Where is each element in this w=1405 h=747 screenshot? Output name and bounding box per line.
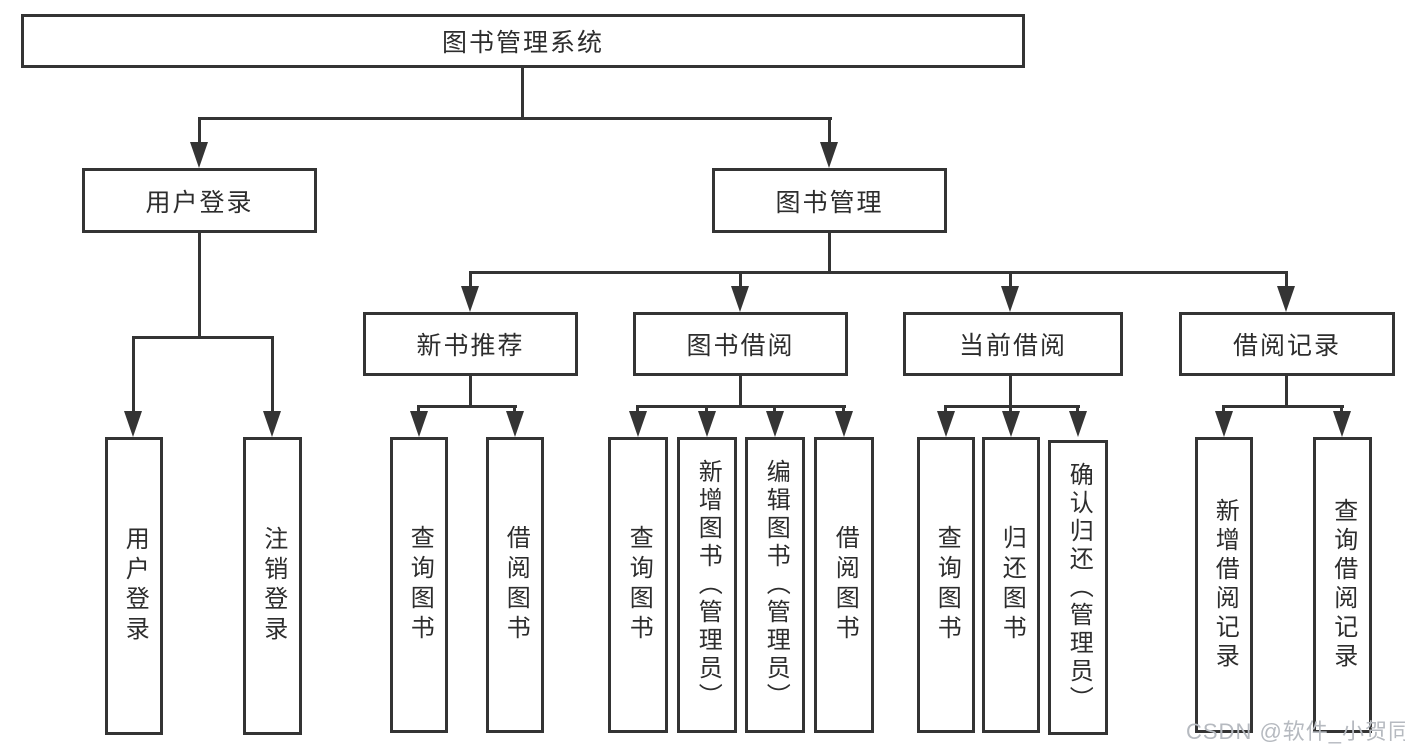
- connector-g1-stem: [198, 233, 201, 339]
- arrow-down-icon: [410, 411, 428, 437]
- arrow-down-icon: [937, 411, 955, 437]
- connector-root-stem: [521, 68, 524, 120]
- node-leaf-return-books: 归还图书: [982, 437, 1040, 733]
- node-leaf-query-borrow-record: 查询借阅记录: [1313, 437, 1372, 733]
- node-leaf-edit-books-admin: 编辑图书（管理员）: [745, 437, 805, 733]
- node-user-login: 用户登录: [82, 168, 317, 233]
- arrow-down-icon: [506, 411, 524, 437]
- connector-g2-stem: [469, 376, 472, 408]
- arrow-down-icon: [820, 142, 838, 168]
- node-leaf-add-borrow-record: 新增借阅记录: [1195, 437, 1253, 733]
- arrow-down-icon: [766, 411, 784, 437]
- node-label: 当前借阅: [958, 332, 1067, 360]
- arrow-down-icon: [461, 286, 479, 312]
- node-label: 查询借阅记录: [1329, 498, 1357, 672]
- connector-level3-bar: [469, 271, 1288, 274]
- connector-borrow-records-stem: [1285, 273, 1288, 289]
- arrow-down-icon: [1002, 411, 1020, 437]
- connector-level2-bar: [198, 117, 832, 120]
- connector-g3-stem-4: [842, 406, 845, 413]
- arrow-down-icon: [190, 142, 208, 168]
- connector-g4-stem-1: [944, 406, 947, 413]
- node-leaf-query-books-1: 查询图书: [390, 437, 448, 733]
- node-book-borrowing: 图书借阅: [633, 312, 848, 376]
- connector-g5-stem-2: [1340, 406, 1343, 413]
- node-label: 新增图书（管理员）: [694, 459, 722, 711]
- node-book-management: 图书管理: [712, 168, 947, 233]
- arrow-down-icon: [263, 411, 281, 437]
- node-label: 查询图书: [933, 525, 961, 645]
- node-current-borrowing: 当前借阅: [903, 312, 1123, 376]
- connector-g1-left-stem: [132, 338, 135, 413]
- connector-g4-bar: [944, 405, 1080, 408]
- arrow-down-icon: [1215, 411, 1233, 437]
- node-leaf-logout: 注销登录: [243, 437, 302, 735]
- arrow-down-icon: [629, 411, 647, 437]
- connector-g3-stem-1: [636, 406, 639, 413]
- arrow-down-icon: [698, 411, 716, 437]
- node-label: 新增借阅记录: [1211, 498, 1239, 672]
- connector-current-borrow-stem: [1009, 273, 1012, 289]
- connector-g3-bar: [636, 405, 846, 408]
- node-new-book-recommendation: 新书推荐: [363, 312, 578, 376]
- arrow-down-icon: [1277, 286, 1295, 312]
- connector-book-borrow-stem: [739, 273, 742, 289]
- connector-g3-stem-3: [773, 406, 776, 413]
- arrow-down-icon: [835, 411, 853, 437]
- node-label: 借阅记录: [1232, 332, 1341, 360]
- connector-g4-stem: [1009, 376, 1012, 408]
- node-label: 用户登录: [121, 526, 149, 646]
- node-label: 编辑图书（管理员）: [762, 459, 790, 711]
- node-label: 借阅图书: [831, 525, 859, 645]
- connector-level3-stem: [828, 233, 831, 274]
- node-label: 确认归还（管理员）: [1065, 461, 1093, 714]
- connector-g4-stem-2: [1009, 406, 1012, 413]
- watermark-csdn: CSDN @软件_小贺同学: [1186, 719, 1405, 744]
- connector-g2-stem-2: [513, 406, 516, 413]
- connector-g1-bar: [132, 336, 274, 339]
- connector-g3-stem: [739, 376, 742, 408]
- arrow-down-icon: [1069, 411, 1087, 437]
- connector-g5-stem: [1285, 376, 1288, 408]
- connector-user-login-stem: [198, 119, 201, 147]
- connector-g1-right-stem: [271, 338, 274, 413]
- node-leaf-query-books-3: 查询图书: [917, 437, 975, 733]
- node-label: 图书管理系统: [441, 29, 604, 57]
- connector-new-books-stem: [469, 273, 472, 289]
- connector-g2-stem-1: [417, 406, 420, 413]
- connector-g2-bar: [417, 405, 517, 408]
- node-leaf-query-books-2: 查询图书: [608, 437, 668, 733]
- arrow-down-icon: [1001, 286, 1019, 312]
- connector-g5-bar: [1222, 405, 1344, 408]
- node-leaf-borrow-books-2: 借阅图书: [814, 437, 874, 733]
- node-label: 查询图书: [406, 525, 434, 645]
- node-label: 用户登录: [145, 188, 254, 217]
- arrow-down-icon: [1333, 411, 1351, 437]
- node-leaf-add-books-admin: 新增图书（管理员）: [677, 437, 737, 733]
- node-label: 新书推荐: [416, 332, 525, 360]
- node-label: 查询图书: [625, 525, 653, 645]
- node-borrowing-records: 借阅记录: [1179, 312, 1395, 376]
- node-label: 图书借阅: [686, 332, 795, 360]
- node-leaf-user-login: 用户登录: [105, 437, 163, 735]
- node-leaf-borrow-books-1: 借阅图书: [486, 437, 544, 733]
- connector-book-mgmt-stem: [828, 119, 831, 147]
- node-leaf-confirm-return-admin: 确认归还（管理员）: [1048, 440, 1108, 735]
- connector-g5-stem-1: [1222, 406, 1225, 413]
- connector-g4-stem-3: [1076, 406, 1079, 413]
- node-label: 注销登录: [259, 526, 287, 646]
- connector-g3-stem-2: [705, 406, 708, 413]
- arrow-down-icon: [124, 411, 142, 437]
- node-library-management-system: 图书管理系统: [21, 14, 1025, 68]
- node-label: 借阅图书: [502, 525, 530, 645]
- node-label: 归还图书: [998, 525, 1026, 645]
- node-label: 图书管理: [775, 188, 884, 217]
- arrow-down-icon: [731, 286, 749, 312]
